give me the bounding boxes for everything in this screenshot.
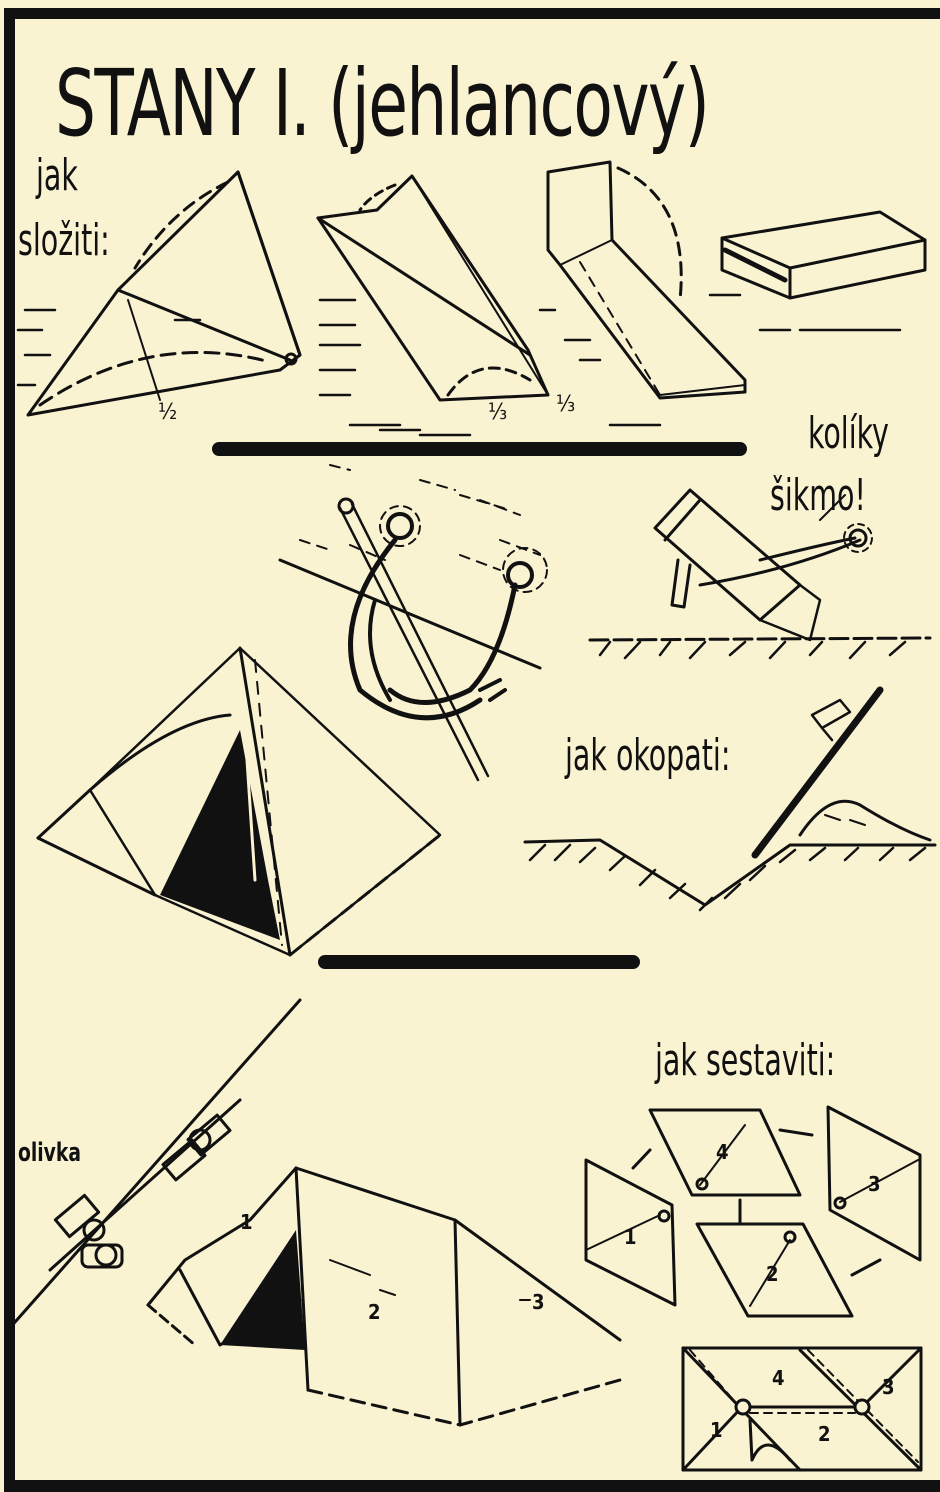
fold-step-2-icon: [316, 174, 550, 402]
tent-panel-number-2: 2: [368, 1300, 381, 1324]
assembly-label: jak sestaviti:: [655, 1035, 836, 1086]
trench-icon: [523, 686, 937, 912]
fraction-third-2: ⅓: [556, 392, 576, 417]
fold-step-4-bundle-icon: [720, 210, 927, 300]
stakes-label-line2: šikmo!: [770, 470, 866, 521]
combined-number-3: 3: [882, 1375, 895, 1399]
trench-label: jak okopati:: [565, 730, 731, 781]
panel-number-2: 2: [766, 1262, 779, 1286]
fold-step-1-icon: [26, 170, 302, 417]
separator-bar-1: [212, 442, 747, 456]
frame-border-left: [4, 8, 15, 1492]
tent-panel-number-3: 3: [532, 1290, 545, 1314]
fold-step-3-icon: [546, 160, 747, 400]
assembled-tent-icon: [146, 1166, 622, 1427]
frame-border-bottom: [4, 1480, 940, 1492]
tent-panel-number-1: 1: [240, 1210, 253, 1234]
pyramid-tent-icon: [36, 646, 442, 957]
poster-title: STANY I. (jehlancový): [55, 50, 710, 157]
combined-number-4: 4: [772, 1366, 785, 1390]
fold-label-line1: jak: [36, 150, 78, 201]
fraction-third-1: ⅓: [488, 400, 508, 425]
panel-number-4: 4: [716, 1140, 729, 1164]
fraction-half: ½: [158, 400, 178, 425]
separator-bar-2: [318, 955, 640, 969]
combined-number-2: 2: [818, 1422, 831, 1446]
assembled-rectangle-icon: [681, 1346, 923, 1472]
assembly-panels-icon: [584, 1105, 922, 1318]
rope-toggle-icon: [6, 998, 302, 1332]
fold-label-line2: složiti:: [18, 215, 110, 266]
panel-number-1: 1: [624, 1225, 637, 1249]
angled-stake-icon: [588, 488, 932, 660]
toggle-label: olivka: [18, 1138, 81, 1168]
panel-number-3: 3: [868, 1172, 881, 1196]
frame-border-top: [4, 8, 940, 19]
grommet-stake-icon: [278, 464, 548, 782]
stakes-label-line1: kolíky: [808, 408, 889, 459]
ground-dash-lines: [16, 293, 902, 437]
combined-number-1: 1: [710, 1418, 723, 1442]
